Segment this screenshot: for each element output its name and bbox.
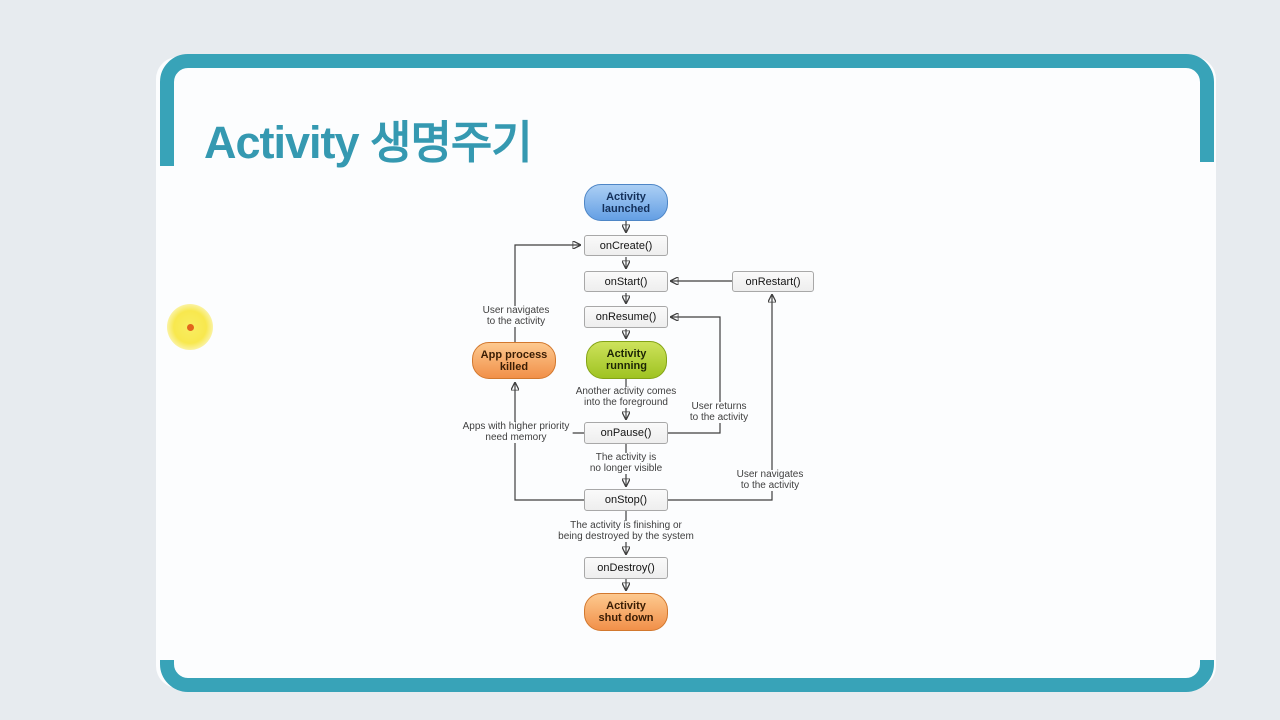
node-activity-shutdown: Activity shut down xyxy=(584,593,668,631)
label-user-navigates-right: User navigates to the activity xyxy=(733,469,807,491)
node-activity-running: Activity running xyxy=(586,341,667,379)
frame-left-cutoff xyxy=(157,166,177,660)
node-ondestroy: onDestroy() xyxy=(584,557,668,579)
node-app-process-killed: App process killed xyxy=(472,342,556,379)
label-apps-higher-priority: Apps with higher priority need memory xyxy=(459,421,573,443)
laser-pointer-dot xyxy=(187,324,194,331)
node-onresume: onResume() xyxy=(584,306,668,328)
frame-right-cutoff xyxy=(1195,162,1215,660)
label-user-returns: User returns to the activity xyxy=(686,401,752,423)
label-another-activity: Another activity comes into the foregrou… xyxy=(572,386,680,408)
node-onrestart: onRestart() xyxy=(732,271,814,292)
node-activity-launched: Activity launched xyxy=(584,184,668,221)
slide-title: Activity 생명주기 xyxy=(204,117,533,168)
label-activity-finishing: The activity is finishing or being destr… xyxy=(555,520,697,542)
node-onstart: onStart() xyxy=(584,271,668,292)
label-user-navigates-left: User navigates to the activity xyxy=(479,305,553,327)
label-no-longer-visible: The activity is no longer visible xyxy=(586,452,666,474)
node-onstop: onStop() xyxy=(584,489,668,511)
node-oncreate: onCreate() xyxy=(584,235,668,256)
node-onpause: onPause() xyxy=(584,422,668,444)
